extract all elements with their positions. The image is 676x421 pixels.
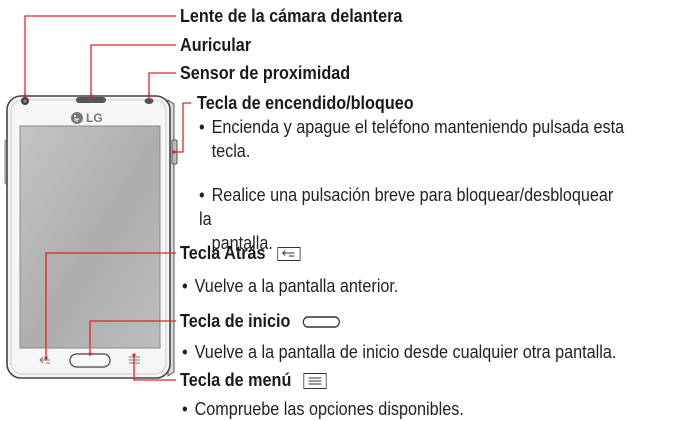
back-key-title: Tecla Atrás [180, 243, 266, 263]
bullet-dot: • [182, 342, 188, 362]
lg-logo [71, 112, 83, 124]
power-key-bullet-1-line-1: Encienda y apague el teléfono manteniend… [211, 117, 625, 137]
callout-line-power [174, 102, 191, 153]
menu-key-bullet: • Compruebe las opciones disponibles. [182, 397, 464, 421]
back-key-bullet-text: Vuelve a la pantalla anterior. [194, 276, 399, 296]
callout-line-menu [133, 355, 176, 381]
home-key-icon [69, 353, 111, 368]
bullet-dot: • [182, 276, 188, 296]
home-key-bullet-text: Vuelve a la pantalla de inicio desde cua… [194, 342, 617, 362]
menu-key-bullet-text: Compruebe las opciones disponibles. [194, 399, 464, 419]
label-proximity-sensor: Sensor de proximidad [180, 63, 351, 83]
bullet-dot: • [182, 399, 188, 419]
power-key-bullet-1: • Encienda y apague el teléfono mantenien… [199, 115, 624, 163]
power-key-bullet-2-line-1: Realice una pulsación breve para bloquea… [199, 185, 614, 229]
menu-key-icon [303, 373, 327, 390]
back-key-icon [277, 247, 301, 262]
home-key-bullet: • Vuelve a la pantalla de inicio desde cu… [182, 340, 616, 364]
back-key-icon [39, 356, 50, 364]
back-key-bullet: • Vuelve a la pantalla anterior. [182, 274, 398, 298]
label-earpiece: Auricular [180, 35, 252, 55]
home-key-icon [302, 316, 340, 328]
bullet-dot: • [199, 117, 205, 137]
proximity-sensor-icon [144, 98, 154, 104]
screen [19, 125, 161, 349]
label-home-key: Tecla de inicio [180, 311, 340, 331]
label-power-key: Tecla de encendido/bloqueo [197, 93, 414, 113]
callout-lines [24, 15, 191, 381]
home-key-title: Tecla de inicio [180, 311, 291, 331]
bullet-dot: • [199, 185, 205, 205]
callout-line-earpiece [90, 44, 176, 96]
label-front-camera: Lente de la cámara delantera [180, 6, 403, 26]
menu-key-title: Tecla de menú [180, 370, 292, 390]
callout-dots [23, 94, 176, 360]
power-key-bullet-2: •Realice una pulsación breve para bloque… [199, 183, 628, 255]
callout-line-camera [24, 15, 176, 96]
power-key-bullet-1-line-2: tecla. [211, 141, 251, 161]
label-menu-key: Tecla de menú [180, 370, 327, 390]
callout-line-home [89, 320, 176, 354]
callout-line-sensor [148, 72, 176, 96]
brand-logo-text: LG [86, 111, 103, 125]
callout-line-back [45, 252, 176, 358]
power-key-bullet-2-line-2: pantalla. [211, 233, 273, 253]
label-back-key: Tecla Atrás [180, 243, 301, 263]
earpiece-icon [76, 97, 106, 103]
